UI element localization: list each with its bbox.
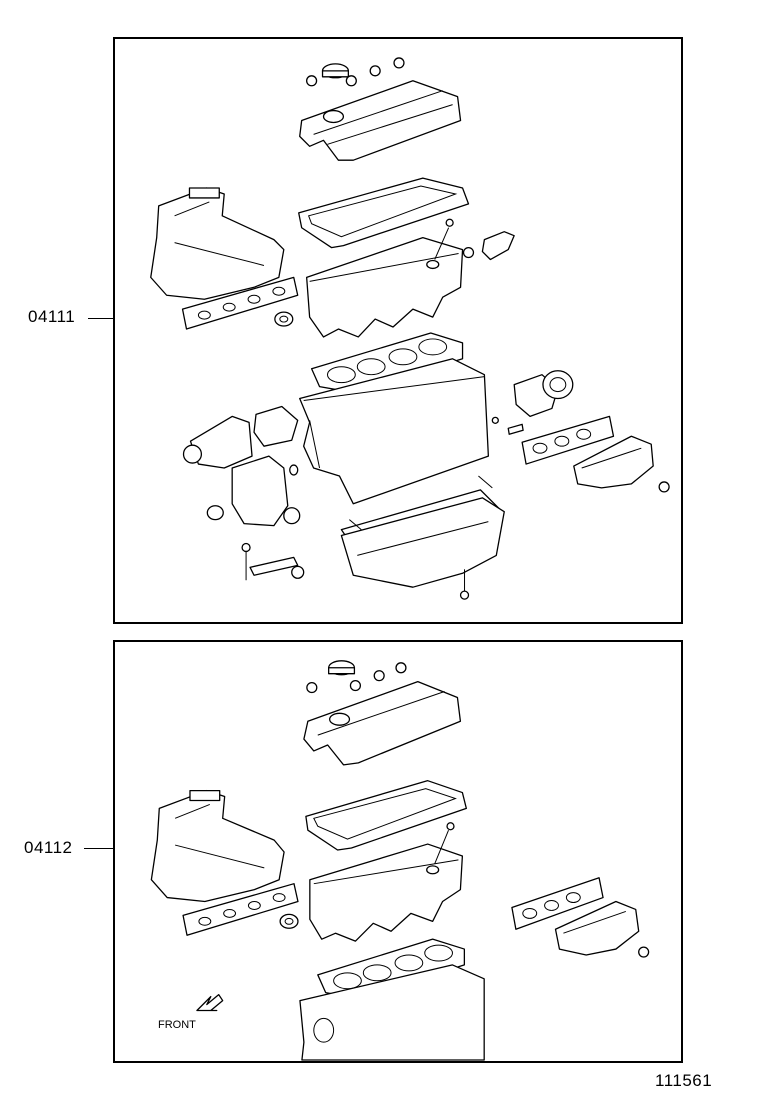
exhaust-manifold bbox=[554, 900, 640, 956]
water-pump bbox=[182, 415, 253, 469]
cylinder-head bbox=[309, 843, 464, 942]
head-cover-gasket bbox=[298, 177, 470, 249]
engine-exploded-view-top bbox=[150, 57, 670, 600]
exhaust-nut bbox=[658, 481, 670, 493]
crankshaft-front-oil-seal bbox=[206, 464, 299, 521]
water-outlet-housing bbox=[462, 231, 515, 261]
front-direction-label: FRONT bbox=[158, 1019, 196, 1031]
valve-and-stem-seal bbox=[426, 218, 454, 270]
cylinder-block-partial bbox=[299, 964, 485, 1061]
exhaust-nut bbox=[638, 946, 650, 958]
cylinder-head-gasket bbox=[310, 332, 464, 394]
oil-filler-cap bbox=[321, 63, 349, 79]
gasket-kit-panel-top bbox=[113, 37, 683, 624]
water-pump-gasket bbox=[253, 405, 299, 447]
gasket-kit-panel-bottom bbox=[113, 640, 683, 1063]
part-number-callout-bottom: 04112 bbox=[24, 838, 73, 857]
valve-cover-nuts bbox=[306, 662, 407, 694]
cylinder-head bbox=[306, 237, 464, 338]
valve-cover-nuts bbox=[306, 57, 405, 87]
leader-line-bottom bbox=[84, 848, 113, 849]
engine-exploded-view-bottom bbox=[150, 660, 650, 1061]
camshaft-oil-seal bbox=[274, 311, 294, 327]
crank-seal-halves bbox=[349, 475, 493, 530]
camshaft-oil-seal bbox=[279, 913, 299, 929]
cylinder-head-cover bbox=[299, 80, 462, 161]
cylinder-block bbox=[299, 358, 490, 505]
head-cover-gasket bbox=[305, 780, 467, 851]
exhaust-manifold-gasket bbox=[511, 877, 604, 930]
intake-manifold bbox=[150, 789, 285, 903]
illustration-reference-number: 111561 bbox=[655, 1071, 713, 1090]
oil-filler-cap bbox=[328, 660, 356, 676]
cylinder-head-gasket bbox=[317, 938, 466, 1000]
exhaust-manifold bbox=[573, 435, 654, 489]
oil-strainer bbox=[241, 542, 305, 581]
intake-manifold bbox=[150, 187, 285, 300]
valve-and-stem-seal bbox=[426, 822, 455, 875]
oil-pan bbox=[340, 497, 505, 588]
cylinder-head-cover bbox=[303, 680, 462, 766]
intake-manifold-gasket bbox=[181, 276, 299, 330]
drain-plug bbox=[459, 569, 470, 600]
oil-pump-body bbox=[231, 455, 301, 527]
rear-oil-seal-retainer bbox=[513, 370, 574, 418]
exhaust-manifold-gasket bbox=[521, 415, 615, 465]
leader-line-top bbox=[88, 318, 113, 319]
part-number-callout-top: 04111 bbox=[28, 307, 76, 326]
front-arrow-icon bbox=[196, 993, 224, 1012]
intake-manifold-gasket bbox=[182, 883, 299, 936]
block-side-fittings bbox=[491, 416, 524, 435]
